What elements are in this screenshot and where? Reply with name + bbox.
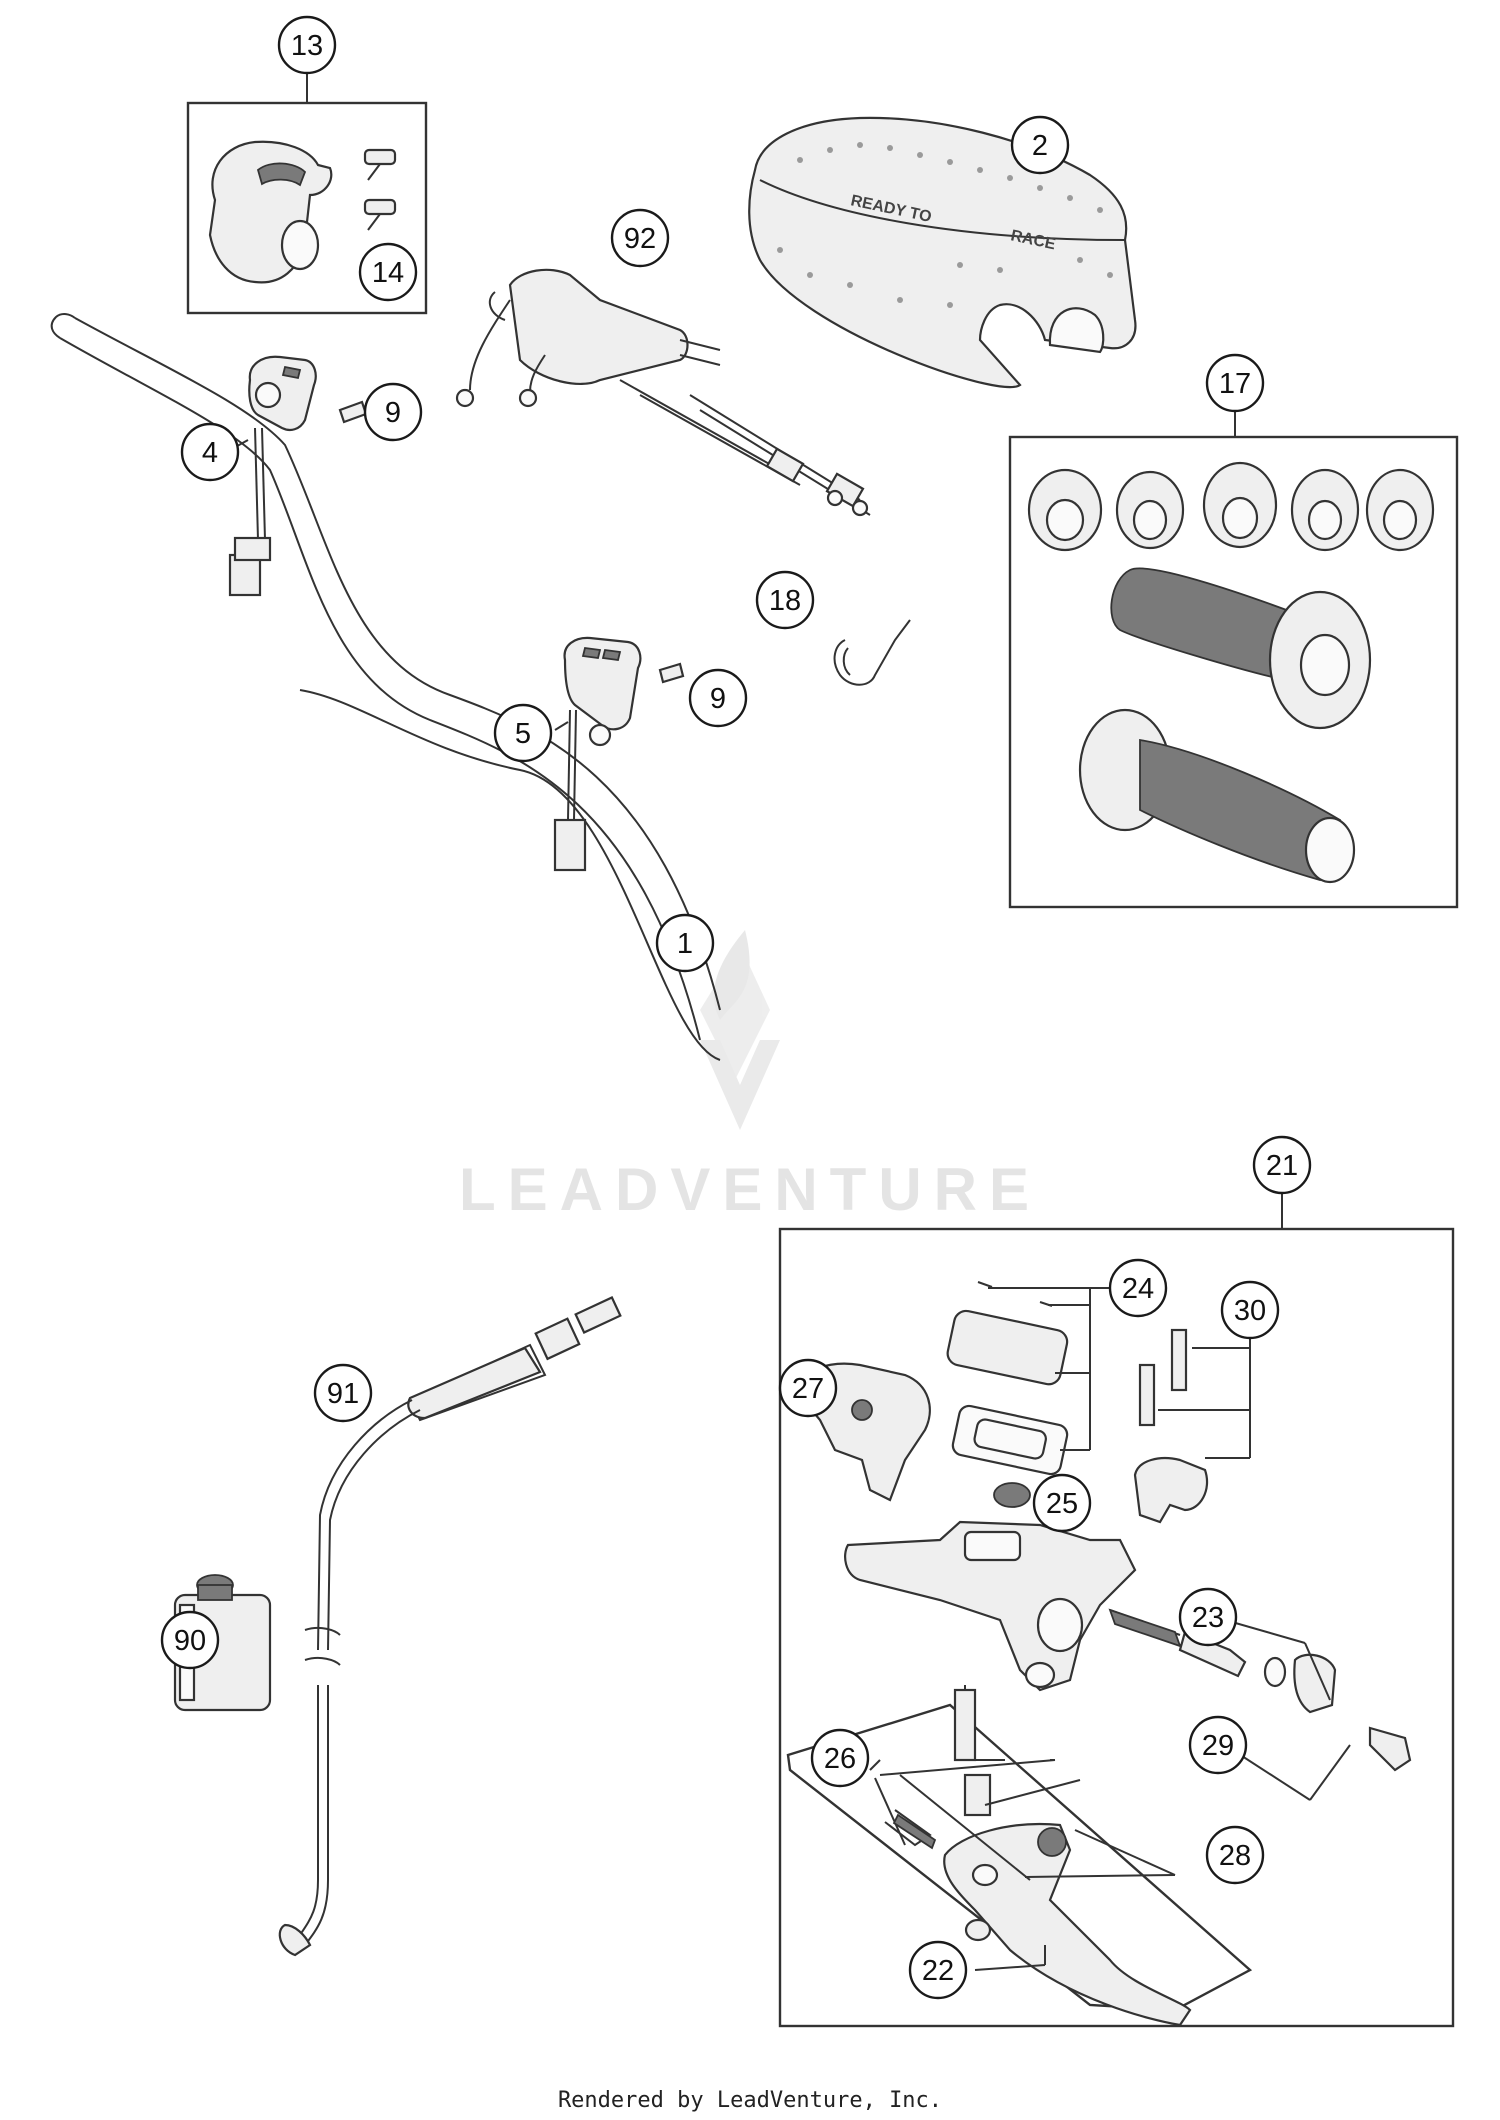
callout-number: 1 [677,928,693,960]
callout-14: 14 [358,242,418,302]
callout-circle [610,208,670,268]
callout-26: 26 [810,1728,870,1788]
callout-circle [1252,1135,1312,1195]
callout-circle [1205,1825,1265,1885]
callout-21: 21 [1252,1135,1312,1195]
misc-leaders [229,439,569,731]
callout-number: 30 [1234,1295,1266,1327]
callout-9: 9 [363,382,423,442]
callout-number: 21 [1266,1150,1298,1182]
callout-27: 27 [778,1358,838,1418]
group-13-clamp [186,65,428,315]
group-21-master-cylinder [778,1194,1455,2028]
callout-number: 22 [922,1955,954,1987]
callout-circle [1108,1258,1168,1318]
callout-circle [1205,353,1265,413]
callout-28: 28 [1205,1825,1265,1885]
callout-4: 4 [180,422,240,482]
callout-number: 92 [624,223,656,255]
callout-number: 91 [327,1378,359,1410]
footer-credit: Rendered by LeadVenture, Inc. [557,2088,943,2113]
callout-circle [358,242,418,302]
callout-number: 24 [1122,1273,1154,1305]
callout-circle [1032,1473,1092,1533]
callout-25: 25 [1032,1473,1092,1533]
handlebar [50,313,721,1061]
callout-91: 91 [313,1363,373,1423]
callout-circle [778,1358,838,1418]
callout-9: 9 [688,668,748,728]
grip-right [1110,567,1372,730]
callout-number: 14 [372,257,404,289]
callout-circle [908,1940,968,2000]
callout-1: 1 [655,913,715,973]
callout-circle [277,15,337,75]
callout-circle [1220,1280,1280,1340]
callout-circle [655,913,715,973]
callout-circle [493,703,553,763]
callout-circle [1010,115,1070,175]
callout-number: 25 [1046,1488,1078,1520]
callout-circle [160,1610,220,1670]
callout-24: 24 [1108,1258,1168,1318]
callout-circle [1178,1587,1238,1647]
callout-number: 5 [515,718,531,750]
watermark-text: LEADVENTURE [459,1156,1041,1223]
callout-circle [363,382,423,442]
callout-number: 28 [1219,1840,1251,1872]
callout-circle [755,570,815,630]
switch-4 [228,355,368,597]
callout-30: 30 [1220,1280,1280,1340]
callout-2: 2 [1010,115,1070,175]
group-17-grips [1008,412,1459,909]
callout-circle [313,1363,373,1423]
throttle-cams [1027,461,1435,552]
grip-left [1078,708,1356,884]
callout-23: 23 [1178,1587,1238,1647]
callout-number: 13 [291,30,323,62]
throttle-assembly [455,268,871,517]
callout-number: 17 [1219,368,1251,400]
callout-13: 13 [277,15,337,75]
callout-number: 26 [824,1743,856,1775]
switch-5 [553,636,685,872]
callout-number: 9 [710,683,726,715]
callout-number: 29 [1202,1730,1234,1762]
leadventure-watermark: LEADVENTURE [459,930,1041,1223]
callout-17: 17 [1205,353,1265,413]
callout-90: 90 [160,1610,220,1670]
callout-circle [1188,1715,1248,1775]
callout-92: 92 [610,208,670,268]
callout-29: 29 [1188,1715,1248,1775]
callout-22: 22 [908,1940,968,2000]
callout-number: 27 [792,1373,824,1405]
brake-line-91 [278,1296,622,1957]
callout-number: 9 [385,397,401,429]
callout-circle [810,1728,870,1788]
callout-number: 18 [769,585,801,617]
handlebar-pad: READY TO RACE [748,116,1137,389]
callout-number: 4 [202,437,218,469]
callout-layer: 13 14 2 92 4 9 17 18 9 5 1 21 24 30 27 91 25 90 23 26 29 28 22 [160,15,1312,2000]
callout-number: 90 [174,1625,206,1657]
callout-circle [688,668,748,728]
callout-18: 18 [755,570,815,630]
callout-5: 5 [493,703,553,763]
callout-number: 2 [1032,130,1048,162]
callout-circle [180,422,240,482]
callout-number: 23 [1192,1602,1224,1634]
cable-tie-18 [833,619,911,686]
